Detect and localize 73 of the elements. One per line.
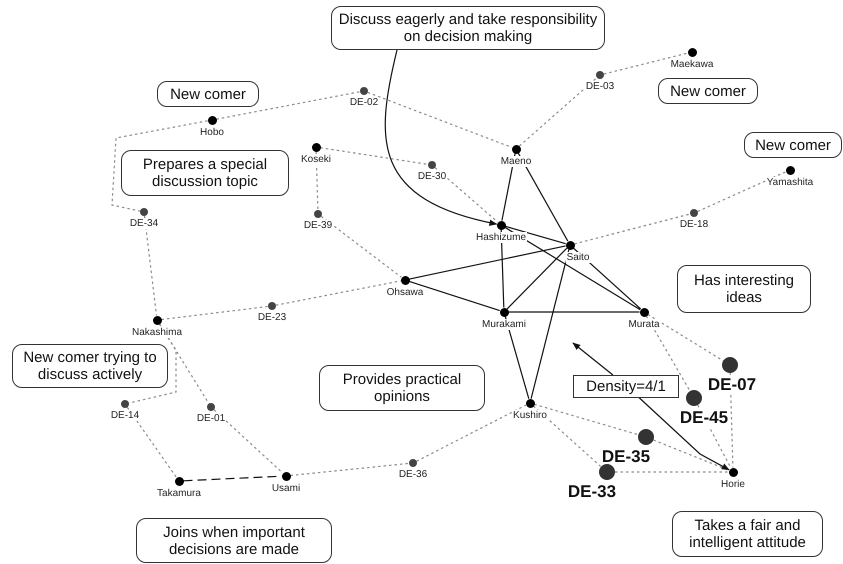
connector-line xyxy=(534,404,638,436)
text-box: Density=4/1 xyxy=(573,375,679,398)
node-label: Murakami xyxy=(481,318,527,330)
node-label: DE-36 xyxy=(398,469,428,480)
callout-box: Prepares a special discussion topic xyxy=(121,150,289,196)
node-label: DE-18 xyxy=(678,219,710,230)
connector-line xyxy=(647,314,724,362)
connector-line xyxy=(646,316,691,392)
connector-line xyxy=(533,406,602,468)
node-label: Kushiro xyxy=(512,410,548,420)
callout-box: New comer xyxy=(744,132,842,158)
arrow xyxy=(572,342,614,376)
callout-box: Discuss eagerly and take responsibility on decision making xyxy=(331,6,605,50)
callout-box: Provides practical opinions xyxy=(319,365,485,411)
connector-line xyxy=(161,306,268,320)
connector-line xyxy=(409,280,500,312)
node-label: DE-34 xyxy=(128,218,160,229)
connector-line xyxy=(320,147,428,165)
connector-line xyxy=(504,226,641,310)
connector-line xyxy=(320,216,402,278)
callout-box: Takes a fair and intelligent attitude xyxy=(672,511,823,557)
connector-line xyxy=(290,462,410,476)
node-label: Hashizume xyxy=(474,232,528,242)
node-label: DE-03 xyxy=(584,81,616,92)
node-label: Hobo xyxy=(199,126,225,138)
connector-line xyxy=(158,323,210,404)
connector-line xyxy=(518,152,568,242)
node-label: DE-07 xyxy=(706,375,758,395)
connector-line xyxy=(519,77,598,146)
connector-line xyxy=(434,167,498,222)
node-label: DE-35 xyxy=(600,447,652,467)
callout-box: Joins when important decisions are made xyxy=(136,518,332,563)
callout-box: New comer xyxy=(157,81,259,107)
node-label: Horie xyxy=(720,478,746,490)
connector-line xyxy=(111,120,208,212)
node-label: Koseki xyxy=(300,154,332,164)
node-label: DE-30 xyxy=(416,171,448,182)
connector-line xyxy=(508,311,640,313)
connector-line xyxy=(615,471,728,473)
connector-line xyxy=(506,248,568,310)
node-label: DE-14 xyxy=(110,410,140,421)
node-label: Yamashita xyxy=(766,176,814,188)
node-label: DE-02 xyxy=(348,97,380,108)
arrow xyxy=(384,50,498,226)
connector-line xyxy=(144,216,158,316)
connector-line xyxy=(216,91,360,120)
node-label: Usami xyxy=(270,482,302,494)
node-label: DE-23 xyxy=(256,312,288,323)
arrow xyxy=(636,396,730,470)
callout-box: Has interesting ideas xyxy=(677,265,811,313)
connector-line xyxy=(316,151,318,210)
connector-line xyxy=(530,249,570,399)
connector-line xyxy=(604,52,688,75)
connector-line xyxy=(126,406,177,478)
node-label: Takamura xyxy=(156,488,202,498)
node-label: Maekawa xyxy=(670,58,714,70)
node-label: Ohsawa xyxy=(386,286,424,298)
node-label: Maeno xyxy=(500,156,532,166)
node-label: DE-01 xyxy=(196,413,226,424)
node-label: DE-39 xyxy=(302,220,334,231)
connector-line xyxy=(409,245,566,280)
callout-box: New comer xyxy=(658,78,758,104)
callout-box: New comer trying to discuss actively xyxy=(12,344,168,388)
connector-line xyxy=(214,409,284,474)
connector-line xyxy=(574,213,690,244)
connector-line xyxy=(416,404,526,462)
node-label: Nakashima xyxy=(130,326,184,338)
connector-line xyxy=(697,171,786,212)
node-label: Murata xyxy=(627,318,661,330)
node-label: Saito xyxy=(566,252,590,262)
connector-line xyxy=(504,316,530,399)
node-label: DE-45 xyxy=(678,408,730,428)
connector-line xyxy=(505,226,566,244)
